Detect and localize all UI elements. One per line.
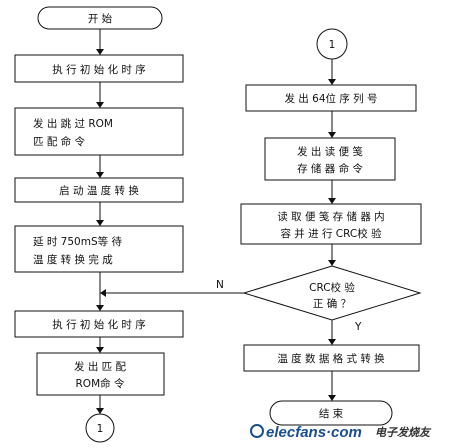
connector-out-label: 1 xyxy=(97,423,104,435)
match-rom-label-1: 发 出 匹 配 xyxy=(74,360,127,373)
crc-check-label-1: CRC校 验 xyxy=(309,281,355,294)
start-conversion-box xyxy=(14,177,184,203)
init-sequence-label-2: 执 行 初 始 化 时 序 xyxy=(52,318,146,331)
read-scratchpad-cmd-label-1: 发 出 读 便 笺 xyxy=(297,145,363,158)
read-scratchpad-cmd-box xyxy=(264,137,396,181)
start-conversion-label: 启 动 温 度 转 换 xyxy=(59,184,139,197)
skip-rom-label-1: 发 出 跳 过 ROM xyxy=(33,117,113,130)
init-sequence-box-2 xyxy=(14,310,184,338)
read-scratchpad-label-1: 读 取 便 笺 存 储 器 内 xyxy=(277,210,384,223)
delay-label-1: 延 时 750mS等 待 xyxy=(33,235,122,248)
match-rom-label-2: ROM命 令 xyxy=(76,377,125,390)
read-scratchpad-label-2: 容 并 进 行 CRC校 验 xyxy=(280,227,382,240)
connector-in-label: 1 xyxy=(329,39,336,51)
crc-check-label-2: 正 确 ？ xyxy=(313,297,351,310)
init-sequence-box-1 xyxy=(14,54,184,83)
crc-no-label: N xyxy=(216,279,224,291)
end-label: 结 束 xyxy=(319,407,344,420)
format-convert-box xyxy=(243,344,420,372)
send-serial-box xyxy=(245,84,417,112)
send-serial-label: 发 出 64位 序 列 号 xyxy=(284,92,377,105)
match-rom-box xyxy=(36,352,165,396)
read-scratchpad-cmd-label-2: 存 储 器 命 令 xyxy=(297,162,363,175)
watermark-logo-icon xyxy=(250,424,264,438)
crc-yes-label: Y xyxy=(354,321,362,333)
read-scratchpad-box xyxy=(240,203,422,245)
connector-out xyxy=(85,413,115,443)
skip-rom-box xyxy=(14,107,184,156)
init-sequence-label-1: 执 行 初 始 化 时 序 xyxy=(52,63,146,76)
end-terminal xyxy=(269,400,393,426)
delay-box xyxy=(14,225,184,273)
watermark-brand: elecfans·com xyxy=(266,424,362,441)
delay-label-2: 温 度 转 换 完 成 xyxy=(33,253,113,266)
format-convert-label: 温 度 数 据 格 式 转 换 xyxy=(277,352,385,365)
watermark-cn: 电子发烧友 xyxy=(375,426,432,439)
start-label: 开 始 xyxy=(88,12,113,25)
skip-rom-label-2: 匹 配 命 令 xyxy=(33,135,86,148)
